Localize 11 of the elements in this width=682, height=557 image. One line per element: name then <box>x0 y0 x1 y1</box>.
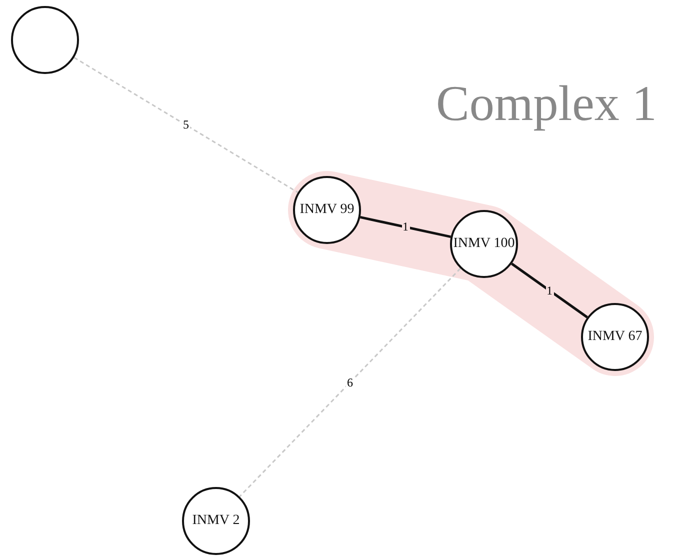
connector <box>360 216 452 238</box>
connector <box>511 262 588 318</box>
node-label: INMV 2 <box>192 513 240 529</box>
dashed-connector <box>239 268 461 498</box>
node-label: INMV 100 <box>453 236 515 252</box>
node-label: INMV 67 <box>588 329 642 345</box>
edge-label: 6 <box>346 376 354 389</box>
edge-label: 5 <box>182 118 190 132</box>
diagram-title: Complex 1 <box>436 74 657 132</box>
node-label: INMV 99 <box>300 202 354 218</box>
dashed-connector <box>74 56 298 194</box>
